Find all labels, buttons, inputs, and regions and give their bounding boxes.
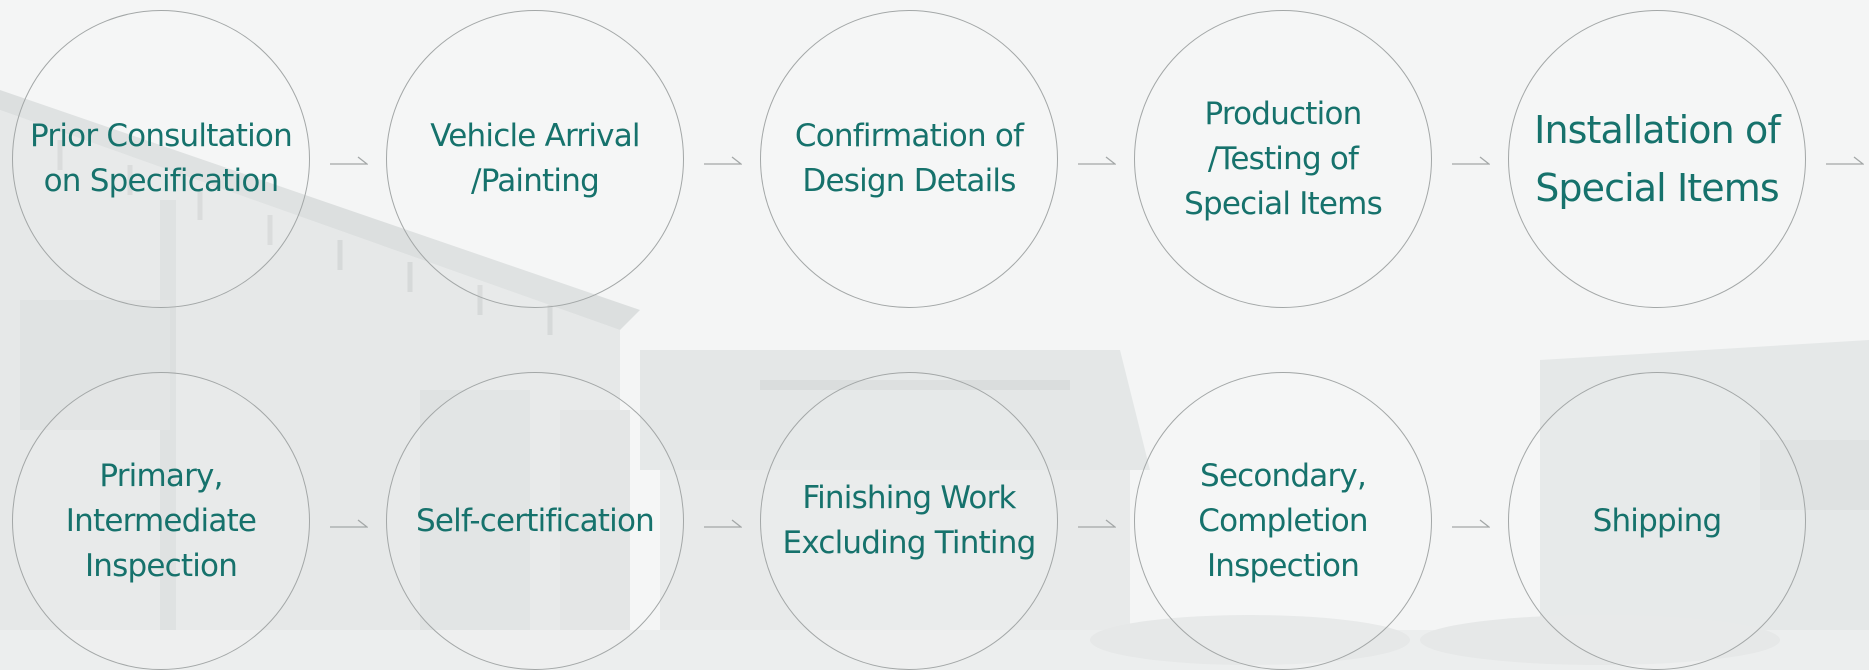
arrow-right-icon [704,519,742,528]
step-label: Shipping [1592,502,1723,539]
step-secondary-inspection: Secondary, Completion Inspection [1134,372,1432,670]
step-label: Prior Consultation on Specification [30,118,293,199]
step-production-testing: Production /Testing of Special Items [1134,10,1432,308]
step-primary-inspection: Primary, Intermediate Inspection [12,372,310,670]
step-label: Primary, Intermediate Inspection [65,457,257,584]
step-installation: Installation of Special Items [1508,10,1806,308]
step-vehicle-arrival: Vehicle Arrival /Painting [386,10,684,308]
step-label: Installation of Special Items [1534,108,1781,210]
step-prior-consultation: Prior Consultation on Specification [12,10,310,308]
step-shipping: Shipping [1508,372,1806,670]
arrow-right-icon [1452,519,1490,528]
step-label: Vehicle Arrival /Painting [430,118,640,199]
step-finishing-work: Finishing Work Excluding Tinting [760,372,1058,670]
arrow-right-icon [330,156,368,165]
step-label: Finishing Work Excluding Tinting [782,480,1037,561]
step-label: Confirmation of Design Details [794,118,1024,199]
step-self-certification: Self-certification [386,372,684,670]
step-label: Self-certification [416,502,655,539]
step-label: Production /Testing of Special Items [1184,95,1383,222]
arrow-right-icon [1452,156,1490,165]
arrow-right-icon [1078,156,1116,165]
arrow-right-icon [330,519,368,528]
arrow-right-icon [704,156,742,165]
arrow-right-icon [1826,156,1864,165]
step-label: Secondary, Completion Inspection [1198,457,1368,584]
step-design-confirmation: Confirmation of Design Details [760,10,1058,308]
arrow-right-icon [1078,519,1116,528]
